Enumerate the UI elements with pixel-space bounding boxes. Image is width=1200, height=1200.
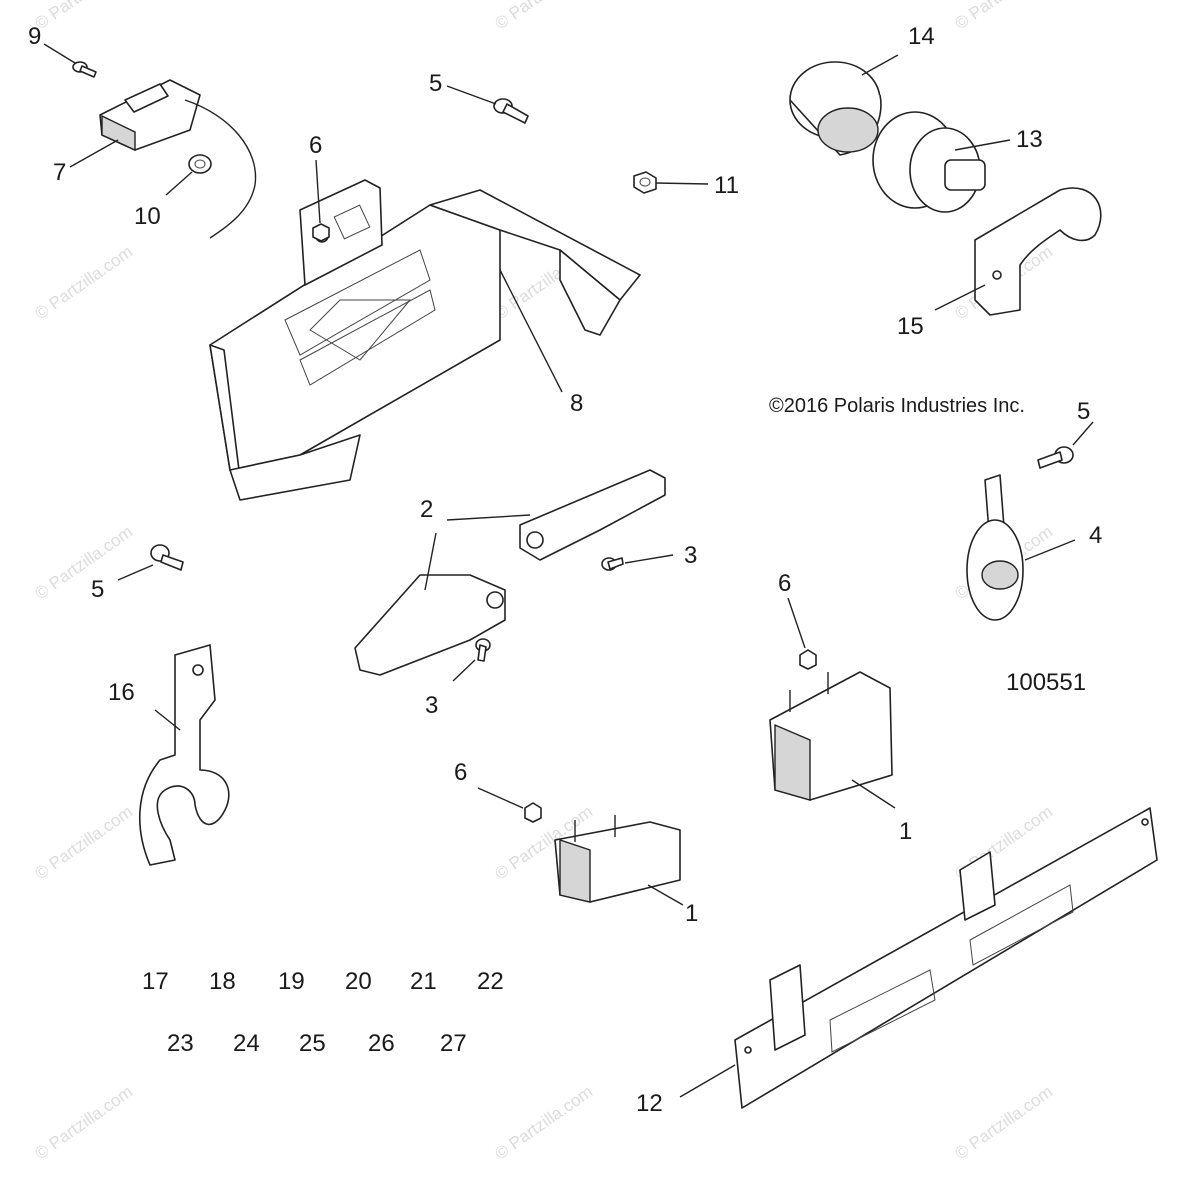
copyright-text: ©2016 Polaris Industries Inc. bbox=[769, 395, 1025, 417]
part-number: 25 bbox=[299, 1030, 326, 1057]
part-5-screw-right bbox=[1037, 421, 1094, 469]
part-number: 27 bbox=[440, 1030, 467, 1057]
callout-5-right: 5 bbox=[1077, 398, 1090, 425]
part-number: 21 bbox=[410, 968, 437, 995]
part-number: 22 bbox=[477, 968, 504, 995]
part-number: 18 bbox=[209, 968, 236, 995]
callout-10: 10 bbox=[134, 203, 161, 230]
part-6-nuts bbox=[312, 159, 817, 823]
part-4-horn bbox=[966, 474, 1076, 621]
parts-list: 17 18 19 20 21 22 23 24 25 26 27 bbox=[142, 968, 504, 1057]
diagram-id: 100551 bbox=[1006, 669, 1086, 696]
callout-3-left: 3 bbox=[425, 692, 438, 719]
callout-14: 14 bbox=[908, 23, 935, 50]
callout-6-top: 6 bbox=[309, 132, 322, 159]
part-5-screw-left bbox=[117, 544, 184, 581]
part-2-hinges bbox=[354, 469, 666, 676]
callout-5-top: 5 bbox=[429, 70, 442, 97]
callout-16: 16 bbox=[108, 679, 135, 706]
part-15-bracket bbox=[934, 187, 1102, 316]
callout-12: 12 bbox=[636, 1090, 663, 1117]
part-number: 17 bbox=[142, 968, 169, 995]
callout-6-mid: 6 bbox=[778, 570, 791, 597]
watermark: © Partzilla.com bbox=[31, 522, 136, 603]
part-7-module bbox=[69, 79, 257, 239]
part-5-screw-top bbox=[446, 85, 529, 124]
watermark: © Partzilla.com bbox=[31, 802, 136, 883]
part-9-screw bbox=[43, 43, 97, 78]
part-12-plate bbox=[679, 807, 1158, 1109]
part-11-nut bbox=[633, 171, 709, 194]
callout-4: 4 bbox=[1089, 522, 1102, 549]
callout-1-upper: 1 bbox=[899, 818, 912, 845]
part-16-bracket bbox=[138, 644, 230, 866]
part-number: 19 bbox=[278, 968, 305, 995]
watermark: © Partzilla.com bbox=[951, 0, 1056, 33]
callout-13: 13 bbox=[1016, 126, 1043, 153]
callout-5-left: 5 bbox=[91, 576, 104, 603]
watermark: © Partzilla.com bbox=[491, 1082, 596, 1163]
callout-1-lower: 1 bbox=[685, 900, 698, 927]
callout-2: 2 bbox=[420, 496, 433, 523]
part-14-ring bbox=[789, 54, 899, 156]
callout-3-right: 3 bbox=[684, 542, 697, 569]
callout-7: 7 bbox=[53, 159, 66, 186]
callout-labels: 9 7 10 5 6 11 14 13 15 8 5 2 3 4 5 6 16 … bbox=[28, 23, 1102, 1117]
callout-6-low: 6 bbox=[454, 759, 467, 786]
part-1-light-upper bbox=[769, 671, 896, 809]
part-number: 20 bbox=[345, 968, 372, 995]
part-number: 23 bbox=[167, 1030, 194, 1057]
watermark: © Partzilla.com bbox=[31, 0, 136, 33]
watermark: © Partzilla.com bbox=[491, 0, 596, 33]
callout-9: 9 bbox=[28, 23, 41, 50]
watermark: © Partzilla.com bbox=[951, 1082, 1056, 1163]
part-number: 24 bbox=[233, 1030, 260, 1057]
part-8-bracket bbox=[209, 179, 641, 501]
watermark: © Partzilla.com bbox=[31, 242, 136, 323]
part-13-gauge bbox=[872, 111, 1011, 213]
part-1-light-lower bbox=[554, 815, 684, 906]
watermark: © Partzilla.com bbox=[31, 1082, 136, 1163]
part-3-screws bbox=[452, 554, 674, 682]
callout-11: 11 bbox=[714, 172, 739, 199]
part-10-nut bbox=[165, 154, 212, 196]
callout-15: 15 bbox=[897, 313, 924, 340]
callout-8: 8 bbox=[570, 390, 583, 417]
part-number: 26 bbox=[368, 1030, 395, 1057]
